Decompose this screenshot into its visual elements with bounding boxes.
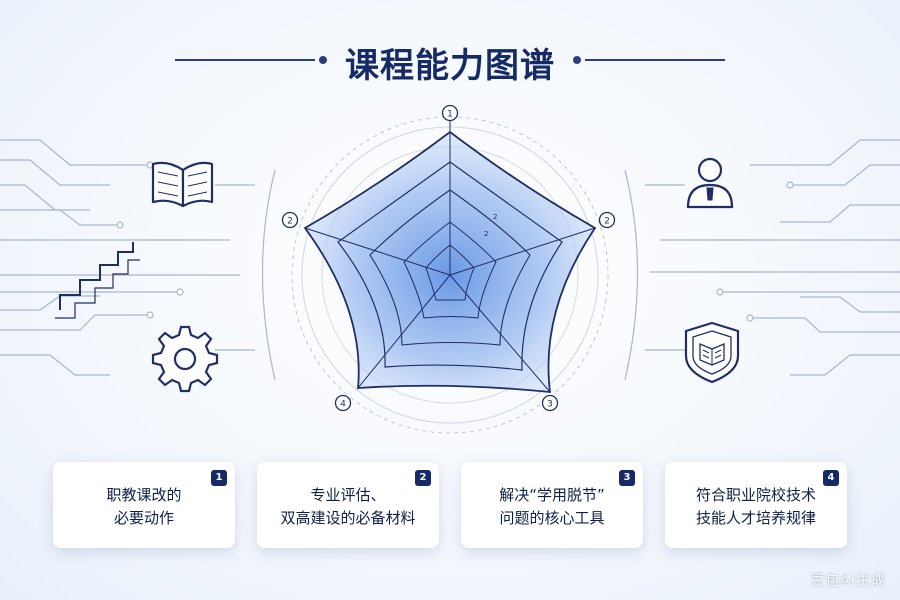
radar-ring-0 (425, 244, 475, 301)
axis-label: 1 (447, 110, 453, 120)
card-text: 职教课改的 必要动作 (53, 484, 235, 530)
inner-scale-label: 2 (484, 230, 488, 238)
title-rule-left (175, 59, 315, 61)
card-line: 职教课改的 (106, 486, 182, 504)
staircase-shadow (55, 259, 140, 319)
radar-ring-3 (337, 161, 563, 371)
card-text: 专业评估、 双高建设的必备材料 (257, 484, 439, 530)
axis-label: 4 (340, 400, 346, 410)
card-line: 双高建设的必备材料 (280, 509, 416, 527)
axis-node-top: 1 (441, 104, 459, 132)
book-icon (151, 161, 214, 208)
card-line: 必要动作 (113, 509, 174, 527)
card-text: 解决“学用脱节” 问题的核心工具 (461, 484, 643, 530)
axis-node-right: 2 (598, 211, 616, 229)
card-number-badge: 3 (619, 470, 635, 486)
user-icon (686, 157, 734, 209)
page-title: 课程能力图谱 (345, 46, 555, 86)
card-number-badge: 1 (211, 470, 227, 486)
inner-scale-label: 2 (493, 213, 497, 221)
title-bar: 课程能力图谱 (0, 30, 900, 90)
card-number-badge: 2 (415, 470, 431, 486)
axis-label: 3 (547, 400, 553, 410)
card-line: 技能人才培养规律 (695, 509, 816, 527)
feature-card-4: 4 符合职业院校技术 技能人才培养规律 (665, 462, 847, 548)
title-dot-right (573, 56, 581, 64)
title-rule-right (585, 59, 725, 61)
gear-icon (151, 325, 219, 393)
title-dot-left (319, 56, 327, 64)
card-line: 符合职业院校技术 (695, 486, 816, 504)
feature-card-3: 3 解决“学用脱节” 问题的核心工具 (461, 462, 643, 548)
radar-spokes (304, 132, 596, 393)
circuit-lines-right (624, 139, 900, 381)
watermark: 豆包AI生成 (810, 573, 886, 589)
radar-ring-1 (403, 221, 497, 319)
card-line: 解决“学用脱节” (499, 486, 605, 504)
card-line: 专业评估、 (310, 486, 386, 504)
feature-card-1: 1 职教课改的 必要动作 (53, 462, 235, 548)
card-line: 问题的核心工具 (499, 509, 605, 527)
card-text: 符合职业院校技术 技能人才培养规律 (665, 484, 847, 530)
axis-label: 2 (604, 217, 610, 227)
axis-node-bottom-left: 4 (334, 394, 352, 412)
card-number-badge: 4 (823, 470, 839, 486)
axis-node-bottom-right: 3 (541, 394, 559, 412)
feature-card-2: 2 专业评估、 双高建设的必备材料 (257, 462, 439, 548)
shield-icon (684, 321, 740, 384)
circuit-lines-left (0, 139, 276, 381)
radar-ring-2 (369, 189, 531, 346)
axis-label: 2 (287, 217, 293, 227)
staircase-icon (59, 242, 134, 310)
axis-node-left: 2 (281, 211, 299, 229)
